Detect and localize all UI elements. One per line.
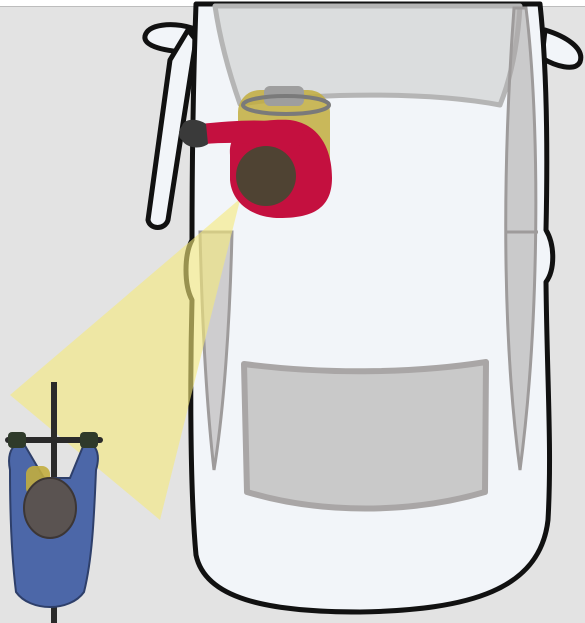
cyclist-right-glove bbox=[80, 432, 98, 448]
cyclist-left-glove bbox=[8, 432, 26, 448]
cyclist-helmet bbox=[24, 478, 76, 538]
rear-window bbox=[244, 362, 486, 509]
driver-head bbox=[236, 146, 296, 206]
